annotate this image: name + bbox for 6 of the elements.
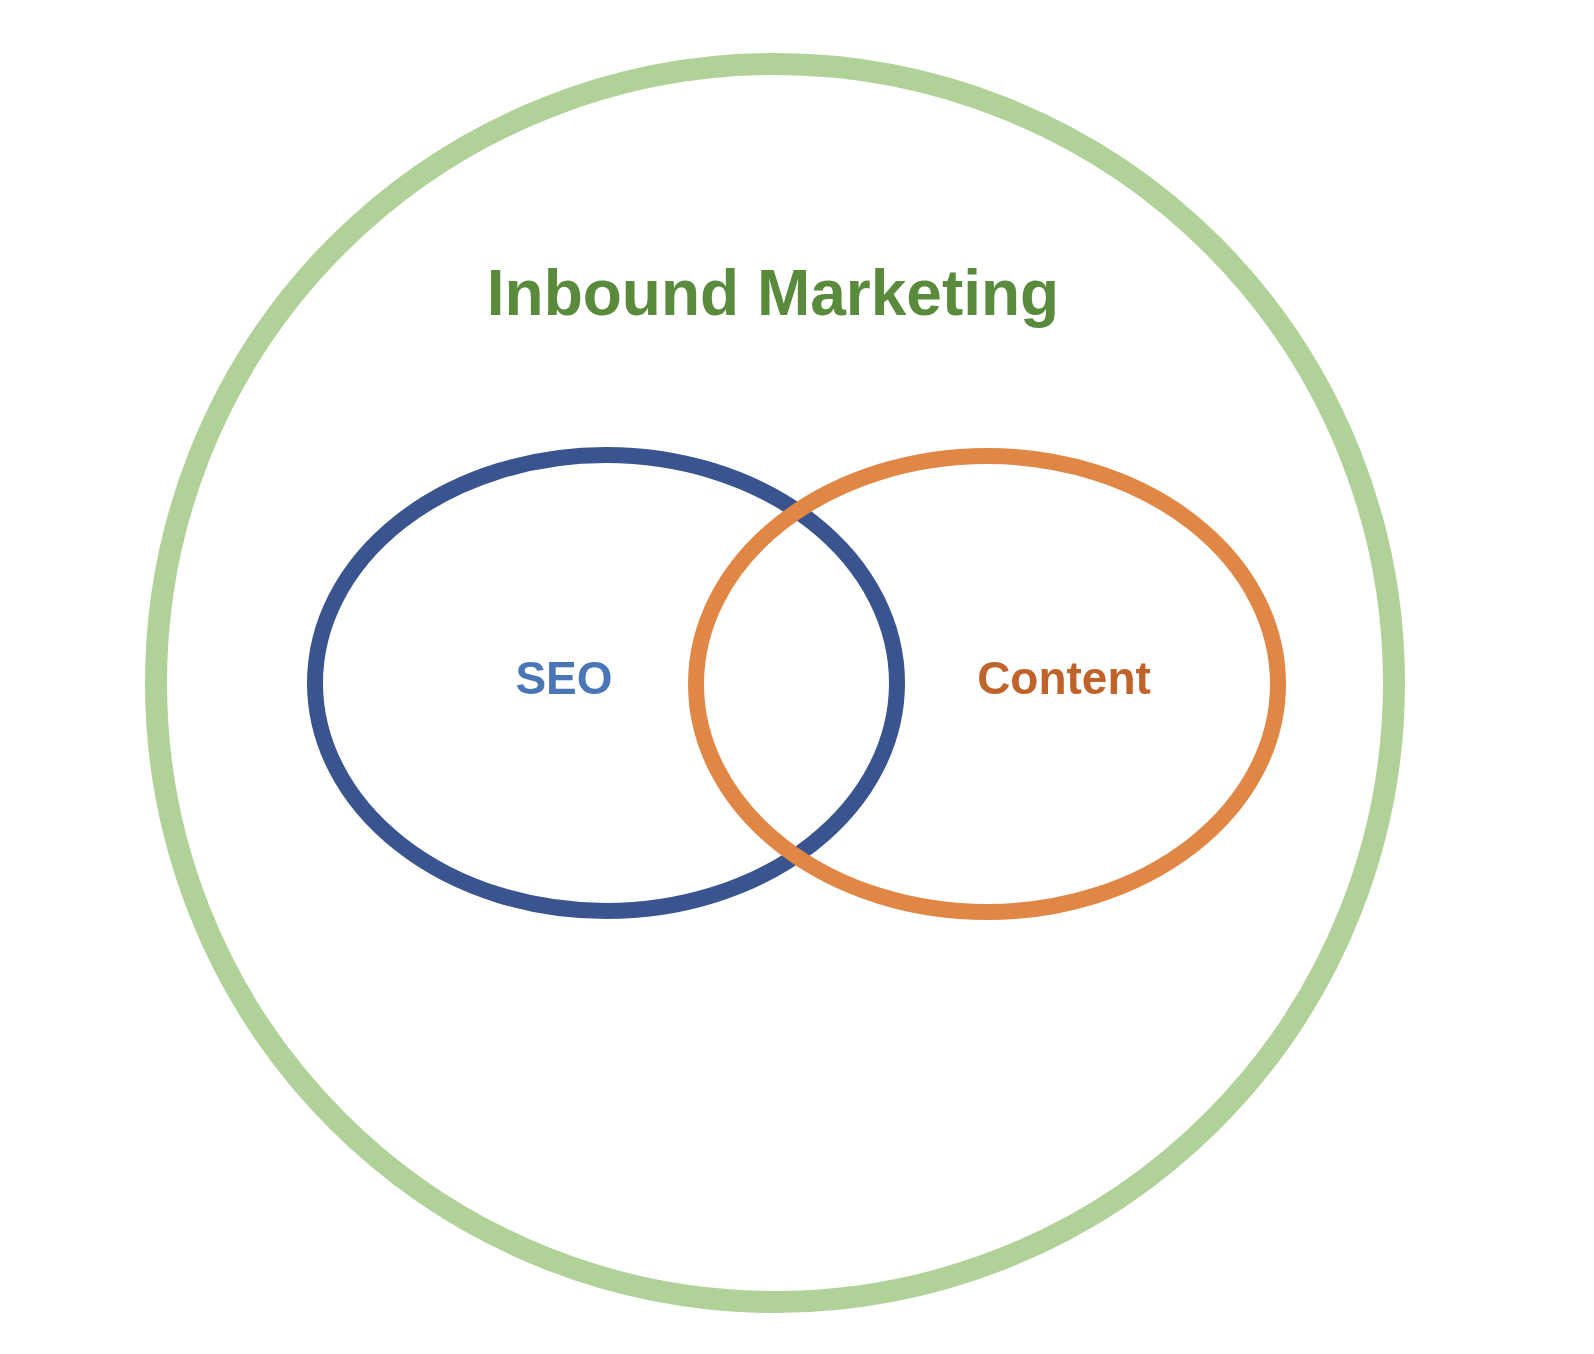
ellipse bbox=[307, 447, 905, 919]
title-text: Inbound Marketing bbox=[486, 257, 1060, 329]
ellipse-label: SEO bbox=[515, 652, 613, 704]
ellipse-label: Content bbox=[977, 652, 1151, 704]
outer-circle bbox=[145, 53, 1405, 1313]
ellipse bbox=[688, 448, 1286, 920]
